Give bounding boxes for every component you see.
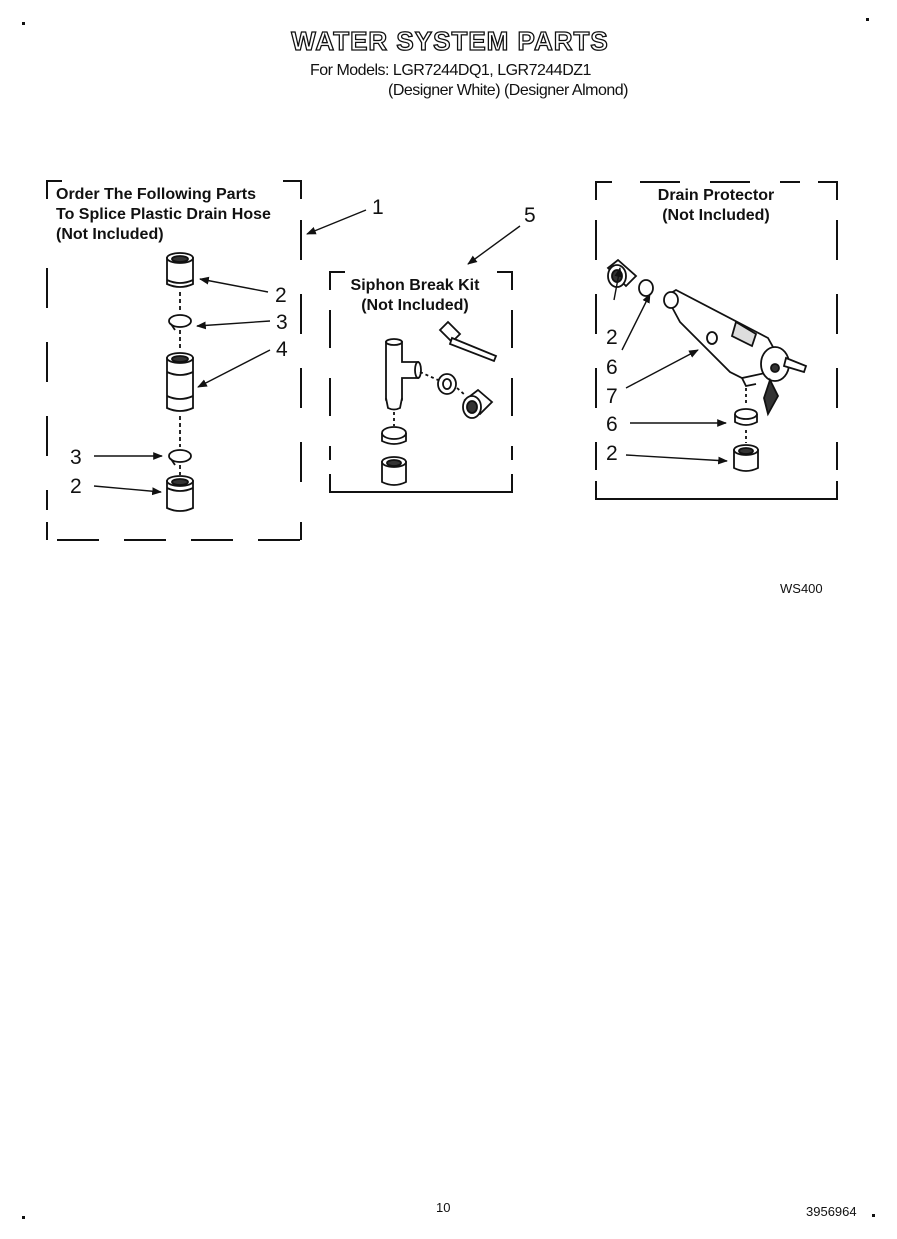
- siphon-kit-art: [381, 320, 498, 486]
- callout-2: 2: [606, 442, 618, 465]
- siphon-box-label: Siphon Break Kit (Not Included): [330, 276, 500, 316]
- splice-parts-art: [166, 252, 194, 512]
- colors-line: (Designer White) (Designer Almond): [388, 82, 628, 99]
- drain-label-line1: Drain Protector: [657, 187, 775, 204]
- callout-4: 4: [276, 338, 288, 361]
- diagram-code: WS400: [780, 581, 823, 596]
- callout-3: 3: [276, 311, 288, 334]
- siphon-label-line2: (Not Included): [361, 297, 469, 314]
- splice-parts-frame: [46, 180, 302, 541]
- corner-marks: [22, 18, 875, 1219]
- splice-label-line1: Order The Following Parts: [56, 186, 257, 203]
- part-number: 3956964: [806, 1204, 857, 1219]
- callout-3: 3: [70, 446, 82, 469]
- leader-arrows: [93, 209, 728, 496]
- page-title: WATER SYSTEM PARTS: [291, 25, 609, 56]
- drain-box-label: Drain Protector (Not Included): [626, 186, 806, 226]
- callout-6: 6: [606, 413, 618, 436]
- siphon-kit-frame: [329, 271, 513, 493]
- callout-2: 2: [70, 475, 82, 498]
- callout-1: 1: [372, 196, 384, 219]
- callout-2: 2: [275, 284, 287, 307]
- callout-2: 2: [606, 326, 618, 349]
- callout-5: 5: [524, 204, 536, 227]
- splice-label-line2: To Splice Plastic Drain Hose: [56, 206, 271, 223]
- drain-protector-frame: [595, 181, 838, 500]
- splice-label-line3: (Not Included): [56, 226, 164, 243]
- callout-7: 7: [606, 385, 618, 408]
- siphon-label-line1: Siphon Break Kit: [350, 277, 480, 294]
- page-number: 10: [436, 1200, 451, 1215]
- drain-label-line2: (Not Included): [662, 207, 770, 224]
- drain-protector-art: [606, 258, 808, 472]
- splice-box-label: Order The Following Parts To Splice Plas…: [56, 185, 271, 245]
- callout-6: 6: [606, 356, 618, 379]
- models-line: For Models: LGR7244DQ1, LGR7244DZ1: [310, 62, 591, 79]
